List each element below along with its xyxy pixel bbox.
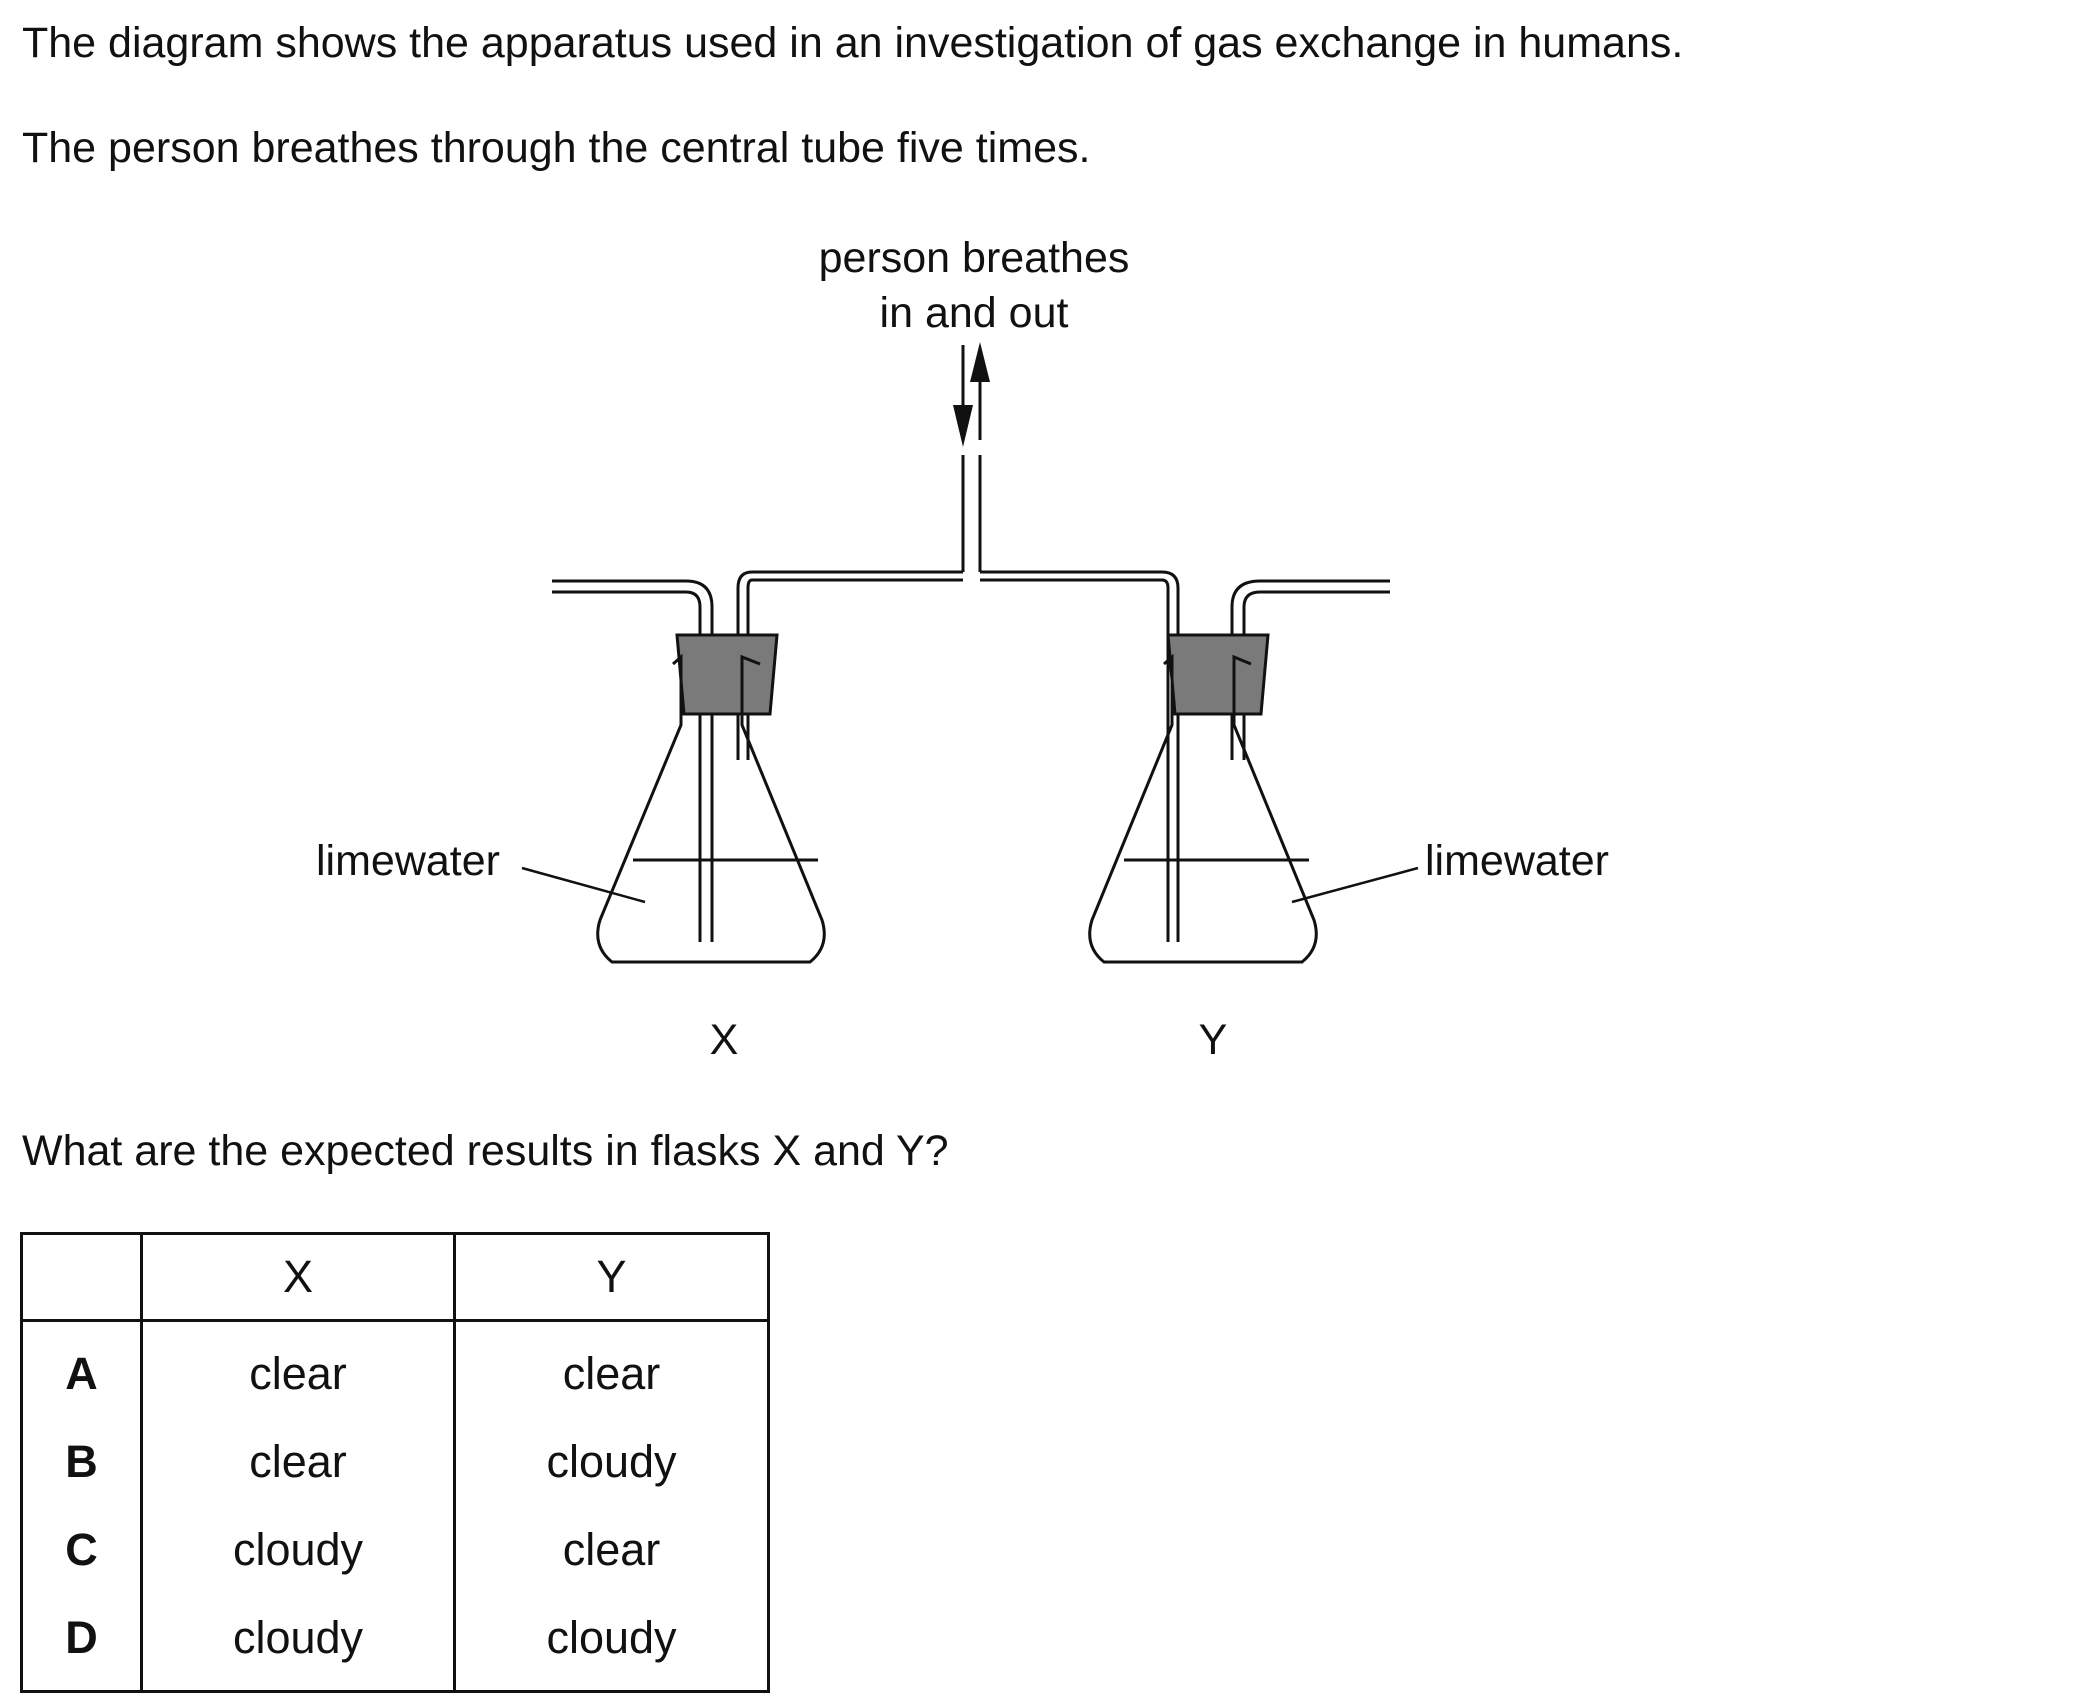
limewater-label-right: limewater bbox=[1425, 837, 1609, 885]
limewater-label-left: limewater bbox=[316, 837, 500, 885]
flask-y-label: Y bbox=[1199, 1016, 1228, 1064]
flask-x-stopper bbox=[675, 633, 779, 716]
option-row-d[interactable]: D cloudy cloudy bbox=[21, 1594, 769, 1692]
header-flask-x: X bbox=[141, 1233, 456, 1322]
flask-y-stopper bbox=[1166, 633, 1270, 716]
flask-x-body bbox=[596, 653, 826, 964]
flask-y-result: clear bbox=[562, 1348, 661, 1399]
apparatus-diagram: person breathes in and out bbox=[316, 234, 1609, 1064]
flask-y-result: cloudy bbox=[546, 1436, 677, 1487]
intro-sentence: The diagram shows the apparatus used in … bbox=[22, 19, 1684, 67]
limewater-leader-left bbox=[521, 866, 646, 904]
breath-label-line2: in and out bbox=[880, 289, 1069, 337]
limewater-leader-right bbox=[1291, 866, 1419, 904]
option-letter: A bbox=[21, 1320, 143, 1418]
header-flask-y: Y bbox=[454, 1233, 769, 1322]
option-row-a[interactable]: A clear clear bbox=[21, 1320, 769, 1418]
breath-arrows-icon bbox=[953, 342, 990, 447]
flask-x-result: cloudy bbox=[141, 1594, 456, 1692]
breathing-tube bbox=[736, 455, 1180, 942]
flask-y-outlet-tube bbox=[1230, 579, 1390, 760]
answer-options-table: X Y A clear clear B clear cloudy C cloud… bbox=[20, 1232, 770, 1693]
flask-y-result: clear bbox=[562, 1524, 661, 1575]
flask-x-result: clear bbox=[141, 1418, 456, 1506]
flask-x-label: X bbox=[710, 1016, 739, 1064]
flask-x-result: cloudy bbox=[141, 1506, 456, 1594]
breath-label-line1: person breathes bbox=[819, 234, 1130, 282]
option-letter: B bbox=[21, 1418, 143, 1506]
flask-x-inlet-tube bbox=[552, 579, 714, 942]
flask-y bbox=[1088, 633, 1318, 964]
table-header-row: X Y bbox=[21, 1233, 769, 1322]
option-letter: D bbox=[21, 1594, 143, 1692]
question-text: What are the expected results in flasks … bbox=[22, 1127, 949, 1175]
flask-x bbox=[596, 633, 826, 964]
instruction-sentence: The person breathes through the central … bbox=[22, 124, 1091, 172]
flask-y-body bbox=[1088, 653, 1318, 964]
option-row-b[interactable]: B clear cloudy bbox=[21, 1418, 769, 1506]
flask-y-result: cloudy bbox=[546, 1612, 677, 1663]
flask-x-result: clear bbox=[141, 1320, 456, 1418]
header-blank bbox=[21, 1233, 143, 1322]
option-row-c[interactable]: C cloudy clear bbox=[21, 1506, 769, 1594]
option-letter: C bbox=[21, 1506, 143, 1594]
